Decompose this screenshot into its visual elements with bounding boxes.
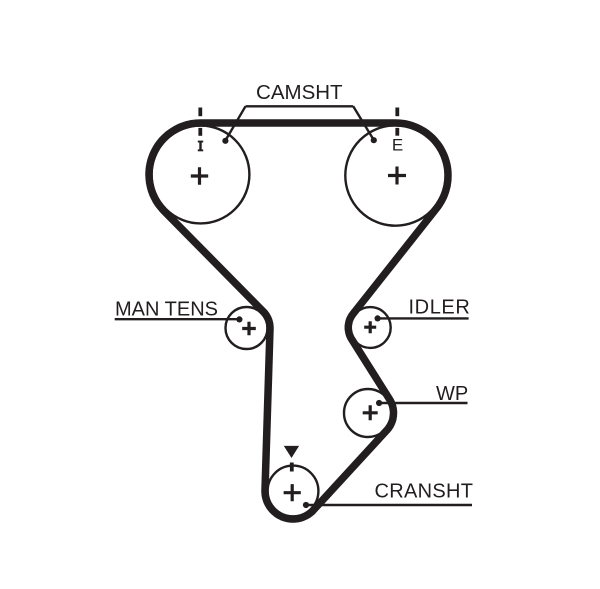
svg-text:E: E	[392, 136, 403, 155]
svg-text:CRANSHT: CRANSHT	[375, 481, 474, 503]
svg-text:MAN TENS: MAN TENS	[115, 299, 218, 321]
svg-text:CAMSHT: CAMSHT	[256, 81, 343, 104]
svg-text:IDLER: IDLER	[409, 297, 471, 319]
svg-text:WP: WP	[436, 383, 468, 405]
